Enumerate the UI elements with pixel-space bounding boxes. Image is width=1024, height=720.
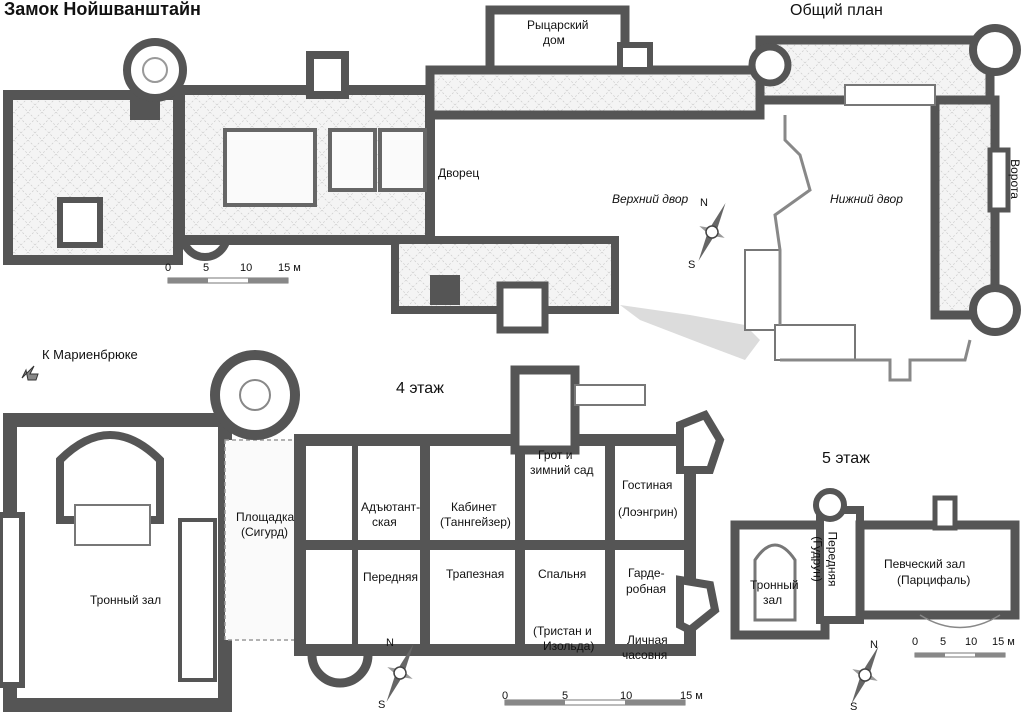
floor5-scale-15: 15 м bbox=[992, 636, 1015, 648]
lower-courtyard-wall bbox=[773, 115, 812, 325]
floor5-anteroom-label-2: (Гудрун) bbox=[810, 536, 825, 582]
rock-outline bbox=[620, 305, 760, 360]
overview-heading: Общий план bbox=[790, 2, 883, 19]
overview-scale-15: 15 м bbox=[278, 262, 301, 274]
floor4-scale-10: 10 bbox=[620, 690, 633, 702]
tristan-label-1: (Тристан и bbox=[533, 624, 592, 638]
landing-label-1: Площадка bbox=[236, 510, 295, 524]
singers-hall-label-1: Певческий зал bbox=[884, 557, 966, 571]
compass-overview bbox=[698, 202, 726, 262]
compass-floor4-n: N bbox=[386, 637, 394, 649]
cabinet-label-2: (Таннгейзер) bbox=[440, 515, 511, 529]
chapel-label-1: Личная bbox=[627, 633, 668, 647]
floor4-throne-hall-label: Тронный зал bbox=[90, 593, 162, 607]
singers-hall-label-2: (Парцифаль) bbox=[897, 573, 971, 587]
map-title: Замок Нойшванштайн bbox=[4, 0, 201, 19]
palace-label: Дворец bbox=[438, 166, 480, 180]
gate-label: Ворота bbox=[1007, 159, 1022, 199]
chapel-label-2: часовня bbox=[622, 648, 668, 662]
knights-house-label-2: дом bbox=[543, 33, 565, 47]
overview-scale-5: 5 bbox=[203, 262, 210, 274]
bedroom-label: Спальня bbox=[538, 567, 587, 581]
overview-scale-10: 10 bbox=[240, 262, 253, 274]
grotto-label-1: Грот и bbox=[538, 448, 573, 462]
floor5-plan bbox=[730, 488, 1020, 658]
floor5-scale-0: 0 bbox=[912, 636, 919, 648]
compass-floor5 bbox=[851, 645, 879, 705]
compass-floor5-n: N bbox=[870, 639, 878, 651]
anteroom-label: Передняя bbox=[363, 570, 419, 584]
upper-courtyard-label: Верхний двор bbox=[612, 192, 689, 206]
marienbrucke-label: К Мариенбрюке bbox=[42, 347, 138, 362]
floor5-throne-label-1: Тронный bbox=[750, 578, 799, 592]
floor4-scale-0: 0 bbox=[502, 690, 509, 702]
overview-plan bbox=[3, 5, 1021, 382]
compass-overview-n: N bbox=[700, 197, 708, 209]
landing-label-2: (Сигурд) bbox=[241, 525, 289, 539]
floor4-plan bbox=[0, 350, 725, 712]
grotto-label-2: зимний сад bbox=[530, 463, 594, 477]
lower-courtyard-label: Нижний двор bbox=[830, 192, 903, 206]
floor4-scale-15: 15 м bbox=[680, 690, 703, 702]
compass-floor4-s: S bbox=[378, 699, 386, 711]
adjutant-label-1: Адъютант- bbox=[361, 500, 421, 514]
floor5-anteroom-label-1: Передняя bbox=[825, 531, 840, 587]
floor5-throne-label-2: зал bbox=[763, 593, 783, 607]
floor4-scale-5: 5 bbox=[562, 690, 569, 702]
compass-floor4 bbox=[386, 643, 414, 703]
floor5-heading: 5 этаж bbox=[822, 450, 870, 467]
knights-house-label-1: Рыцарский bbox=[527, 18, 589, 32]
floor5-scale-10: 10 bbox=[965, 636, 978, 648]
overview-scale-0: 0 bbox=[165, 262, 172, 274]
living-label-1: Гостиная bbox=[622, 478, 673, 492]
tristan-label-2: Изольда) bbox=[543, 639, 595, 653]
living-label-2: (Лоэнгрин) bbox=[618, 505, 678, 519]
wardrobe-label-1: Гарде- bbox=[628, 566, 665, 580]
dining-label: Трапезная bbox=[446, 567, 505, 581]
adjutant-label-2: ская bbox=[372, 515, 397, 529]
floor4-heading: 4 этаж bbox=[396, 380, 444, 397]
marienbrucke-arrow bbox=[21, 365, 39, 381]
wardrobe-label-2: робная bbox=[626, 582, 667, 596]
cabinet-label-1: Кабинет bbox=[451, 500, 497, 514]
compass-floor5-s: S bbox=[850, 701, 858, 713]
compass-overview-s: S bbox=[688, 259, 696, 271]
floor5-scale-5: 5 bbox=[940, 636, 947, 648]
outer-wall bbox=[780, 339, 972, 382]
